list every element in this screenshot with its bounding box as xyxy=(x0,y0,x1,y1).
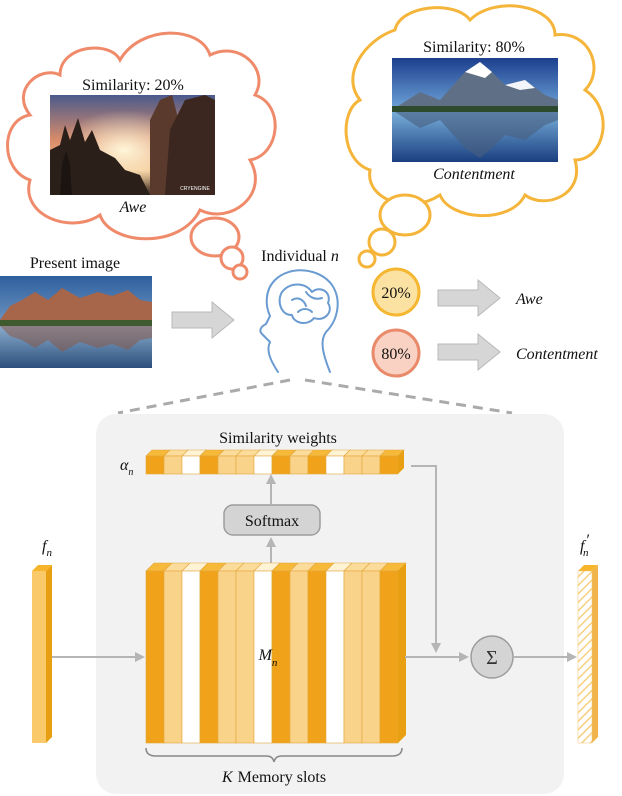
memory-slot xyxy=(343,570,363,744)
thought-bubble-medium xyxy=(219,245,245,271)
similarity-label-contentment: Similarity: 80% xyxy=(423,39,525,56)
thought-bubble-small xyxy=(357,249,377,269)
matrix-label: Mn xyxy=(258,647,278,669)
memory-slot xyxy=(199,570,219,744)
weight-cell xyxy=(271,455,291,475)
memory-slot xyxy=(235,570,255,744)
input-feature-vector xyxy=(32,565,52,743)
memory-matrix-side xyxy=(398,563,406,743)
emotion-output-awe: Awe xyxy=(515,291,543,308)
weight-cell xyxy=(217,455,237,475)
thought-bubble-medium xyxy=(367,227,397,257)
percent-circle-awe xyxy=(371,267,421,317)
present-image-label: Present image xyxy=(30,255,120,272)
output-row-awe: 20% Awe xyxy=(371,267,543,318)
memory-matrix xyxy=(145,562,407,744)
weight-cell xyxy=(199,455,219,475)
output-row-contentment: 80% Contentment xyxy=(371,328,598,378)
thought-bubble-small xyxy=(231,263,249,281)
memory-slot xyxy=(163,570,183,744)
percent-label-awe: 20% xyxy=(381,285,410,302)
memory-slot xyxy=(361,570,381,744)
emotion-caption-awe: Awe xyxy=(119,199,147,216)
input-flow-arrow xyxy=(171,300,235,340)
memory-slot xyxy=(379,570,399,744)
thought-cloud-awe: Similarity: 20% CRYENGINE Awe xyxy=(6,31,277,281)
percent-circle-contentment xyxy=(371,328,421,378)
f-n-prime-label: f′n xyxy=(580,532,589,559)
awe-image: CRYENGINE xyxy=(50,95,215,195)
weight-cell xyxy=(235,455,255,475)
similarity-weights-vector xyxy=(145,449,405,475)
memory-slot xyxy=(217,570,237,744)
output-arrow-contentment xyxy=(437,332,501,372)
present-image xyxy=(0,276,152,368)
thought-bubble-large xyxy=(189,216,241,258)
sum-symbol: Σ xyxy=(486,647,498,669)
thought-cloud-contentment: Similarity: 80% Contentment xyxy=(344,4,605,269)
weight-cell xyxy=(379,455,399,475)
softmax-box xyxy=(223,504,321,536)
weight-cell xyxy=(307,455,327,475)
memory-slot xyxy=(145,570,165,744)
watermark-text: CRYENGINE xyxy=(180,186,210,192)
head-icon xyxy=(259,269,339,373)
alpha-n-label: αn xyxy=(120,457,133,478)
zoom-line-left xyxy=(117,378,291,415)
present-image-block: Present image xyxy=(0,255,152,368)
weight-cell xyxy=(325,455,345,475)
memory-slot xyxy=(289,570,309,744)
weight-cell xyxy=(253,455,273,475)
similarity-weights-label: Similarity weights xyxy=(219,430,337,447)
memory-slot xyxy=(325,570,345,744)
memory-slot xyxy=(181,570,201,744)
thought-bubble-large xyxy=(378,193,432,237)
output-feature-vector xyxy=(577,565,598,744)
f-n-label: fn xyxy=(42,538,52,559)
softmax-label: Softmax xyxy=(245,513,299,530)
emotion-output-contentment: Contentment xyxy=(516,346,598,363)
weight-cell xyxy=(163,455,183,475)
memory-slot xyxy=(307,570,327,744)
weight-cell xyxy=(145,455,165,475)
output-arrow-awe xyxy=(437,278,501,318)
weight-cell xyxy=(343,455,363,475)
memory-slots-brace xyxy=(145,747,403,763)
weight-cell xyxy=(361,455,381,475)
contentment-image xyxy=(392,58,558,162)
weight-vector-side xyxy=(398,450,404,474)
percent-label-contentment: 80% xyxy=(381,346,410,363)
similarity-label-awe: Similarity: 20% xyxy=(82,77,184,94)
weights-to-sum-arrow xyxy=(411,465,441,653)
emotion-caption-contentment: Contentment xyxy=(433,166,515,183)
weight-cell xyxy=(289,455,309,475)
zoom-line-right xyxy=(304,378,513,415)
weight-cell xyxy=(181,455,201,475)
